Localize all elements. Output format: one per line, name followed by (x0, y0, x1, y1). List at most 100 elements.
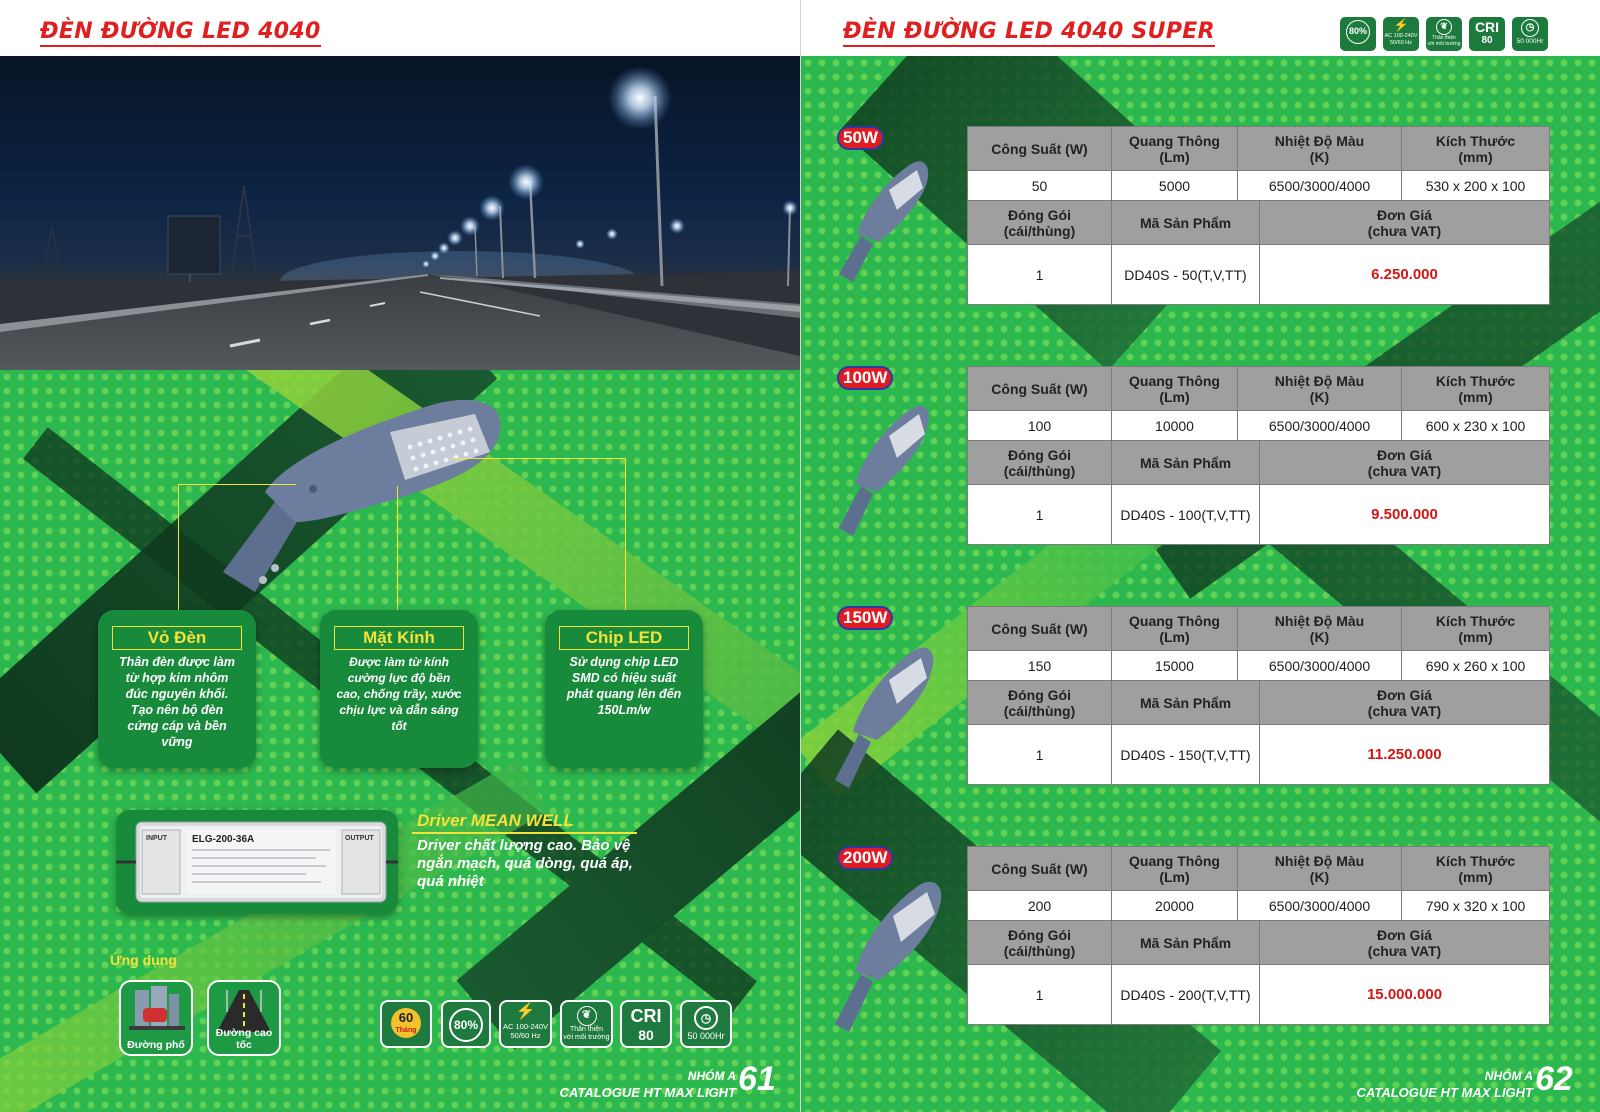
cri-badge: CRI 80 (620, 1000, 672, 1048)
cell-price: 9.500.000 (1258, 484, 1551, 545)
highway-night-photo (0, 56, 800, 370)
header-power: Công Suất (W) (967, 126, 1112, 171)
header-price: Đơn Giá (chưa VAT) (1258, 920, 1551, 965)
street-lamp-image (839, 405, 929, 536)
right-header: ĐÈN ĐƯỜNG LED 4040 SUPER (801, 0, 1600, 56)
top-energy-saving-badge: 80% (1339, 16, 1377, 52)
street-lamp-image (223, 399, 501, 592)
cell-price: 15.000.000 (1258, 964, 1551, 1025)
header-lumen: Quang Thông (Lm) (1111, 126, 1238, 171)
cell-size: 790 x 320 x 100 (1401, 890, 1551, 921)
top-cri-badge: CRI 80 (1468, 16, 1506, 52)
power-text: AC 100-240V 50/60 Hz (502, 1022, 549, 1040)
cell-code: DD40S - 200(T,V,TT) (1111, 964, 1260, 1025)
cell-code: DD40S - 100(T,V,TT) (1111, 484, 1260, 545)
cri-label: CRI (630, 1006, 662, 1026)
left-header: ĐÈN ĐƯỜNG LED 4040 (0, 0, 800, 56)
watt-badge: 150W (837, 606, 894, 630)
cell-packing: 1 (967, 484, 1112, 545)
driver-model-label: ELG-200-36A (192, 834, 254, 845)
right-page-number: 62 (1535, 1060, 1573, 1098)
recycle-icon: 80% (1346, 20, 1370, 44)
left-page-number: 61 (738, 1060, 776, 1098)
feature-title: Vỏ Đèn (112, 626, 242, 650)
header-lumen: Quang Thông (Lm) (1111, 366, 1238, 411)
header-code: Mã Sản Phẩm (1111, 440, 1260, 485)
product-150w: 150W Công Suất (W) Quang Thông (Lm) Nhiệ… (801, 606, 1600, 846)
cell-power: 150 (967, 650, 1112, 681)
top-lifetime-badge: ◷ 50 000Hr (1511, 16, 1549, 52)
header-packing: Đóng Gói (cái/thùng) (967, 680, 1112, 725)
highway-icon (217, 990, 271, 1032)
footer-group-label: NHÓM A (1484, 1069, 1533, 1083)
footer-catalogue-label: CATALOGUE HT MAX LIGHT (1356, 1085, 1533, 1100)
cell-size: 530 x 200 x 100 (1401, 170, 1551, 201)
watt-badge: 200W (837, 846, 894, 870)
highway-illustration (0, 66, 800, 370)
footer-group-label: NHÓM A (687, 1069, 736, 1083)
eco-badge: ❦ Thân thiện với môi trường (560, 1000, 613, 1048)
header-size: Kích Thước (mm) (1401, 366, 1551, 411)
driver-description: Driver chất lượng cao. Bảo vệ ngắn mạch,… (417, 837, 633, 890)
spec-table: Công Suất (W) Quang Thông (Lm) Nhiệt Độ … (967, 606, 1551, 785)
header-color-temp: Nhiệt Độ Màu (K) (1236, 606, 1403, 651)
top-cri-value: 80 (1481, 35, 1493, 46)
callout-line-housing (178, 484, 296, 614)
cell-color-temp: 6500/3000/4000 (1236, 410, 1403, 441)
top-eco-text: Thân thiện với môi trường (1427, 35, 1461, 47)
feature-title: Mặt Kính (334, 626, 464, 650)
header-packing: Đóng Gói (cái/thùng) (967, 200, 1112, 245)
cell-power: 100 (967, 410, 1112, 441)
header-power: Công Suất (W) (967, 366, 1112, 411)
header-packing: Đóng Gói (cái/thùng) (967, 920, 1112, 965)
driver-unit-image: INPUT OUTPUT ELG-200-36A (116, 821, 398, 903)
cell-size: 690 x 260 x 100 (1401, 650, 1551, 681)
driver-image-frame: INPUT OUTPUT ELG-200-36A (116, 810, 398, 914)
feature-title: Chip LED (559, 626, 689, 650)
left-page-title: ĐÈN ĐƯỜNG LED 4040 (40, 20, 321, 47)
applications-title: Ứng dụng (110, 952, 177, 968)
clock-icon: ◷ (1521, 19, 1539, 37)
power-badge: ⚡ AC 100-240V 50/60 Hz (499, 1000, 552, 1048)
spec-table: Công Suất (W) Quang Thông (Lm) Nhiệt Độ … (967, 126, 1551, 305)
header-price: Đơn Giá (chưa VAT) (1258, 680, 1551, 725)
spec-table: Công Suất (W) Quang Thông (Lm) Nhiệt Độ … (967, 366, 1551, 545)
callout-line-chip (452, 458, 626, 614)
lightning-icon: ⚡ (515, 1003, 536, 1020)
left-page: ĐÈN ĐƯỜNG LED 4040 (0, 0, 800, 1112)
product-50w: 50W Công Suất (W) Quang Thông (Lm) Nhiệt… (801, 126, 1600, 366)
feature-glass: Mặt Kính Được làm từ kính cường lực độ b… (320, 610, 478, 768)
street-lamp-image (835, 647, 934, 788)
cell-packing: 1 (967, 964, 1112, 1025)
cell-power: 50 (967, 170, 1112, 201)
application-street: Đường phố (119, 980, 193, 1056)
spec-table: Công Suất (W) Quang Thông (Lm) Nhiệt Độ … (967, 846, 1551, 1025)
cell-power: 200 (967, 890, 1112, 921)
header-power: Công Suất (W) (967, 606, 1112, 651)
energy-saving-badge: 80% (441, 1000, 491, 1048)
warranty-unit: Tháng (395, 1027, 417, 1034)
header-color-temp: Nhiệt Độ Màu (K) (1236, 366, 1403, 411)
header-price: Đơn Giá (chưa VAT) (1258, 440, 1551, 485)
warranty-badge: 60 Tháng (380, 1000, 432, 1048)
callout-line-glass (397, 486, 398, 614)
header-price: Đơn Giá (chưa VAT) (1258, 200, 1551, 245)
header-code: Mã Sản Phẩm (1111, 200, 1260, 245)
page-divider (800, 0, 801, 1112)
top-lifetime-text: 50 000Hr (1516, 38, 1544, 45)
energy-saving-value: 80% (453, 1018, 479, 1032)
top-cri-label: CRI (1474, 19, 1500, 35)
feature-description: Được làm từ kính cường lực độ bền cao, c… (336, 655, 462, 733)
cell-lumen: 5000 (1111, 170, 1238, 201)
header-power: Công Suất (W) (967, 846, 1112, 891)
lightning-icon: ⚡ (1393, 18, 1409, 32)
header-lumen: Quang Thông (Lm) (1111, 606, 1238, 651)
top-eco-badge: ❦ Thân thiện với môi trường (1425, 16, 1463, 52)
cell-size: 600 x 230 x 100 (1401, 410, 1551, 441)
header-code: Mã Sản Phẩm (1111, 920, 1260, 965)
cri-value: 80 (638, 1027, 654, 1043)
product-100w: 100W Công Suất (W) Quang Thông (Lm) Nhiệ… (801, 366, 1600, 606)
feature-chip: Chip LED Sử dụng chip LED SMD có hiệu su… (545, 610, 703, 768)
header-lumen: Quang Thông (Lm) (1111, 846, 1238, 891)
feature-housing: Vỏ Đèn Thân đèn được làm từ hợp kim nhôm… (98, 610, 256, 768)
